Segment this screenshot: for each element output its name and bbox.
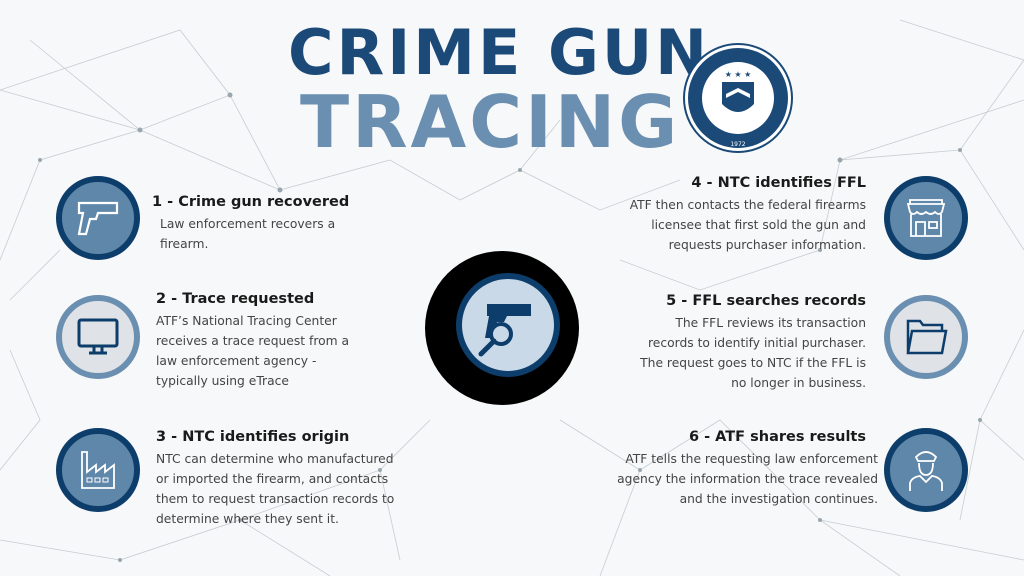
step-6-icon-circle xyxy=(884,428,968,512)
atf-seal-logo: ★ ★ ★ 1972 xyxy=(683,43,793,153)
step-1-heading: 1 - Crime gun recovered xyxy=(152,194,350,210)
step-3-heading: 3 - NTC identifies origin xyxy=(156,429,350,445)
step-1-body: Law enforcement recovers a firearm. xyxy=(160,217,336,251)
center-emblem xyxy=(425,251,579,405)
title-line-1: CRIME GUN xyxy=(288,16,711,89)
officer-icon xyxy=(909,451,943,491)
step-2-body: ATF’s National Tracing Center receives a… xyxy=(156,314,350,388)
step-2: 2 - Trace requested ATF’s National Traci… xyxy=(156,291,406,391)
factory-icon xyxy=(81,451,115,489)
svg-text:★ ★ ★: ★ ★ ★ xyxy=(725,70,752,79)
step-1-icon-circle xyxy=(56,176,140,260)
storefront-icon xyxy=(906,199,946,237)
step-3: 3 - NTC identifies origin NTC can determ… xyxy=(156,429,406,529)
step-4-icon-circle xyxy=(884,176,968,260)
step-5-body: The FFL reviews its transaction records … xyxy=(640,316,866,390)
step-5-heading: 5 - FFL searches records xyxy=(666,293,866,309)
step-6-body: ATF tells the requesting law enforcement… xyxy=(617,452,878,506)
folder-icon xyxy=(906,319,948,355)
step-1: 1 - Crime gun recovered Law enforcement … xyxy=(152,194,402,254)
center-ring xyxy=(456,273,560,377)
step-2-icon-circle xyxy=(56,295,140,379)
step-2-heading: 2 - Trace requested xyxy=(156,291,315,307)
step-4: 4 - NTC identifies FFL ATF then contacts… xyxy=(616,175,866,255)
step-6-heading: 6 - ATF shares results xyxy=(688,429,866,445)
seal-year: 1972 xyxy=(730,141,745,148)
monitor-icon xyxy=(77,318,119,355)
step-4-heading: 4 - NTC identifies FFL xyxy=(691,175,866,191)
step-3-body: NTC can determine who manufactured or im… xyxy=(156,452,395,526)
gun-magnifier-icon xyxy=(478,304,531,357)
step-3-icon-circle xyxy=(56,428,140,512)
title-line-2: TRACING xyxy=(300,80,681,164)
step-5-icon-circle xyxy=(884,295,968,379)
handgun-icon xyxy=(77,201,119,236)
step-6: 6 - ATF shares results ATF tells the req… xyxy=(616,429,878,509)
step-5: 5 - FFL searches records The FFL reviews… xyxy=(616,293,866,393)
step-4-body: ATF then contacts the federal firearms l… xyxy=(629,198,866,252)
